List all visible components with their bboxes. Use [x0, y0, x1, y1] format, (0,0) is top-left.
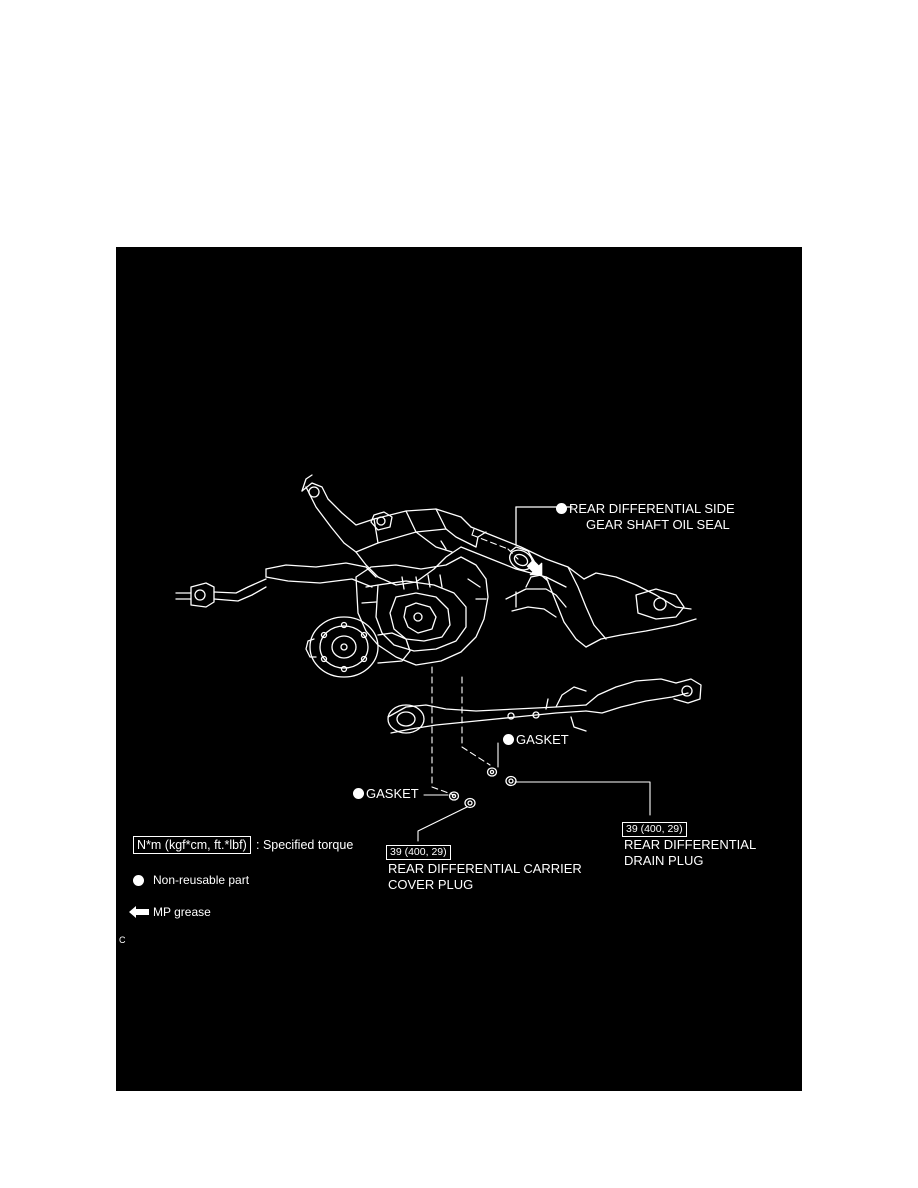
drain-plug-label-line1: REAR DIFFERENTIAL: [624, 837, 757, 852]
gasket-label-upper: GASKET: [516, 732, 569, 747]
cover-plug-label-line1: REAR DIFFERENTIAL CARRIER: [388, 861, 582, 876]
gasket-label-lower: GASKET: [366, 786, 419, 801]
dashed-leaders: [431, 528, 519, 796]
legend-torque-unit: N*m (kgf*cm, ft.*lbf): [133, 836, 251, 854]
legend-torque-desc: : Specified torque: [256, 838, 354, 852]
oil-seal-part: [509, 506, 573, 571]
suspension-subframe: [175, 474, 697, 648]
non-reusable-marker: [353, 788, 364, 799]
callout-leaders: [417, 742, 651, 842]
legend-grease-text: MP grease: [153, 905, 211, 919]
figure-code: C: [119, 935, 126, 945]
cover-plug-label-line2: COVER PLUG: [388, 877, 474, 892]
diagram-figure: REAR DIFFERENTIAL SIDE GEAR SHAFT OIL SE…: [116, 247, 802, 1091]
drain-plug-torque-box: 39 (400, 29): [622, 822, 687, 837]
gaskets-and-plugs: [448, 767, 517, 809]
legend-grease-arrow-icon: [129, 906, 149, 918]
differential-housing: [355, 556, 489, 666]
grease-arrow-marker: [526, 559, 543, 576]
legend-non-reusable-dot: [133, 875, 144, 886]
companion-flange: [305, 616, 411, 678]
oil-seal-label-line1: REAR DIFFERENTIAL SIDE: [569, 501, 735, 516]
non-reusable-marker: [503, 734, 514, 745]
oil-seal-label-line2: GEAR SHAFT OIL SEAL: [586, 517, 730, 532]
right-knuckle-bracket: [505, 574, 692, 620]
rear-suspension-differential-illustration: [175, 474, 702, 842]
cover-plug-torque-box: 39 (400, 29): [386, 845, 451, 860]
non-reusable-marker: [556, 503, 567, 514]
drain-plug-label-line2: DRAIN PLUG: [624, 853, 704, 868]
lower-control-arm: [387, 678, 702, 734]
legend-non-reusable-text: Non-reusable part: [153, 873, 250, 887]
